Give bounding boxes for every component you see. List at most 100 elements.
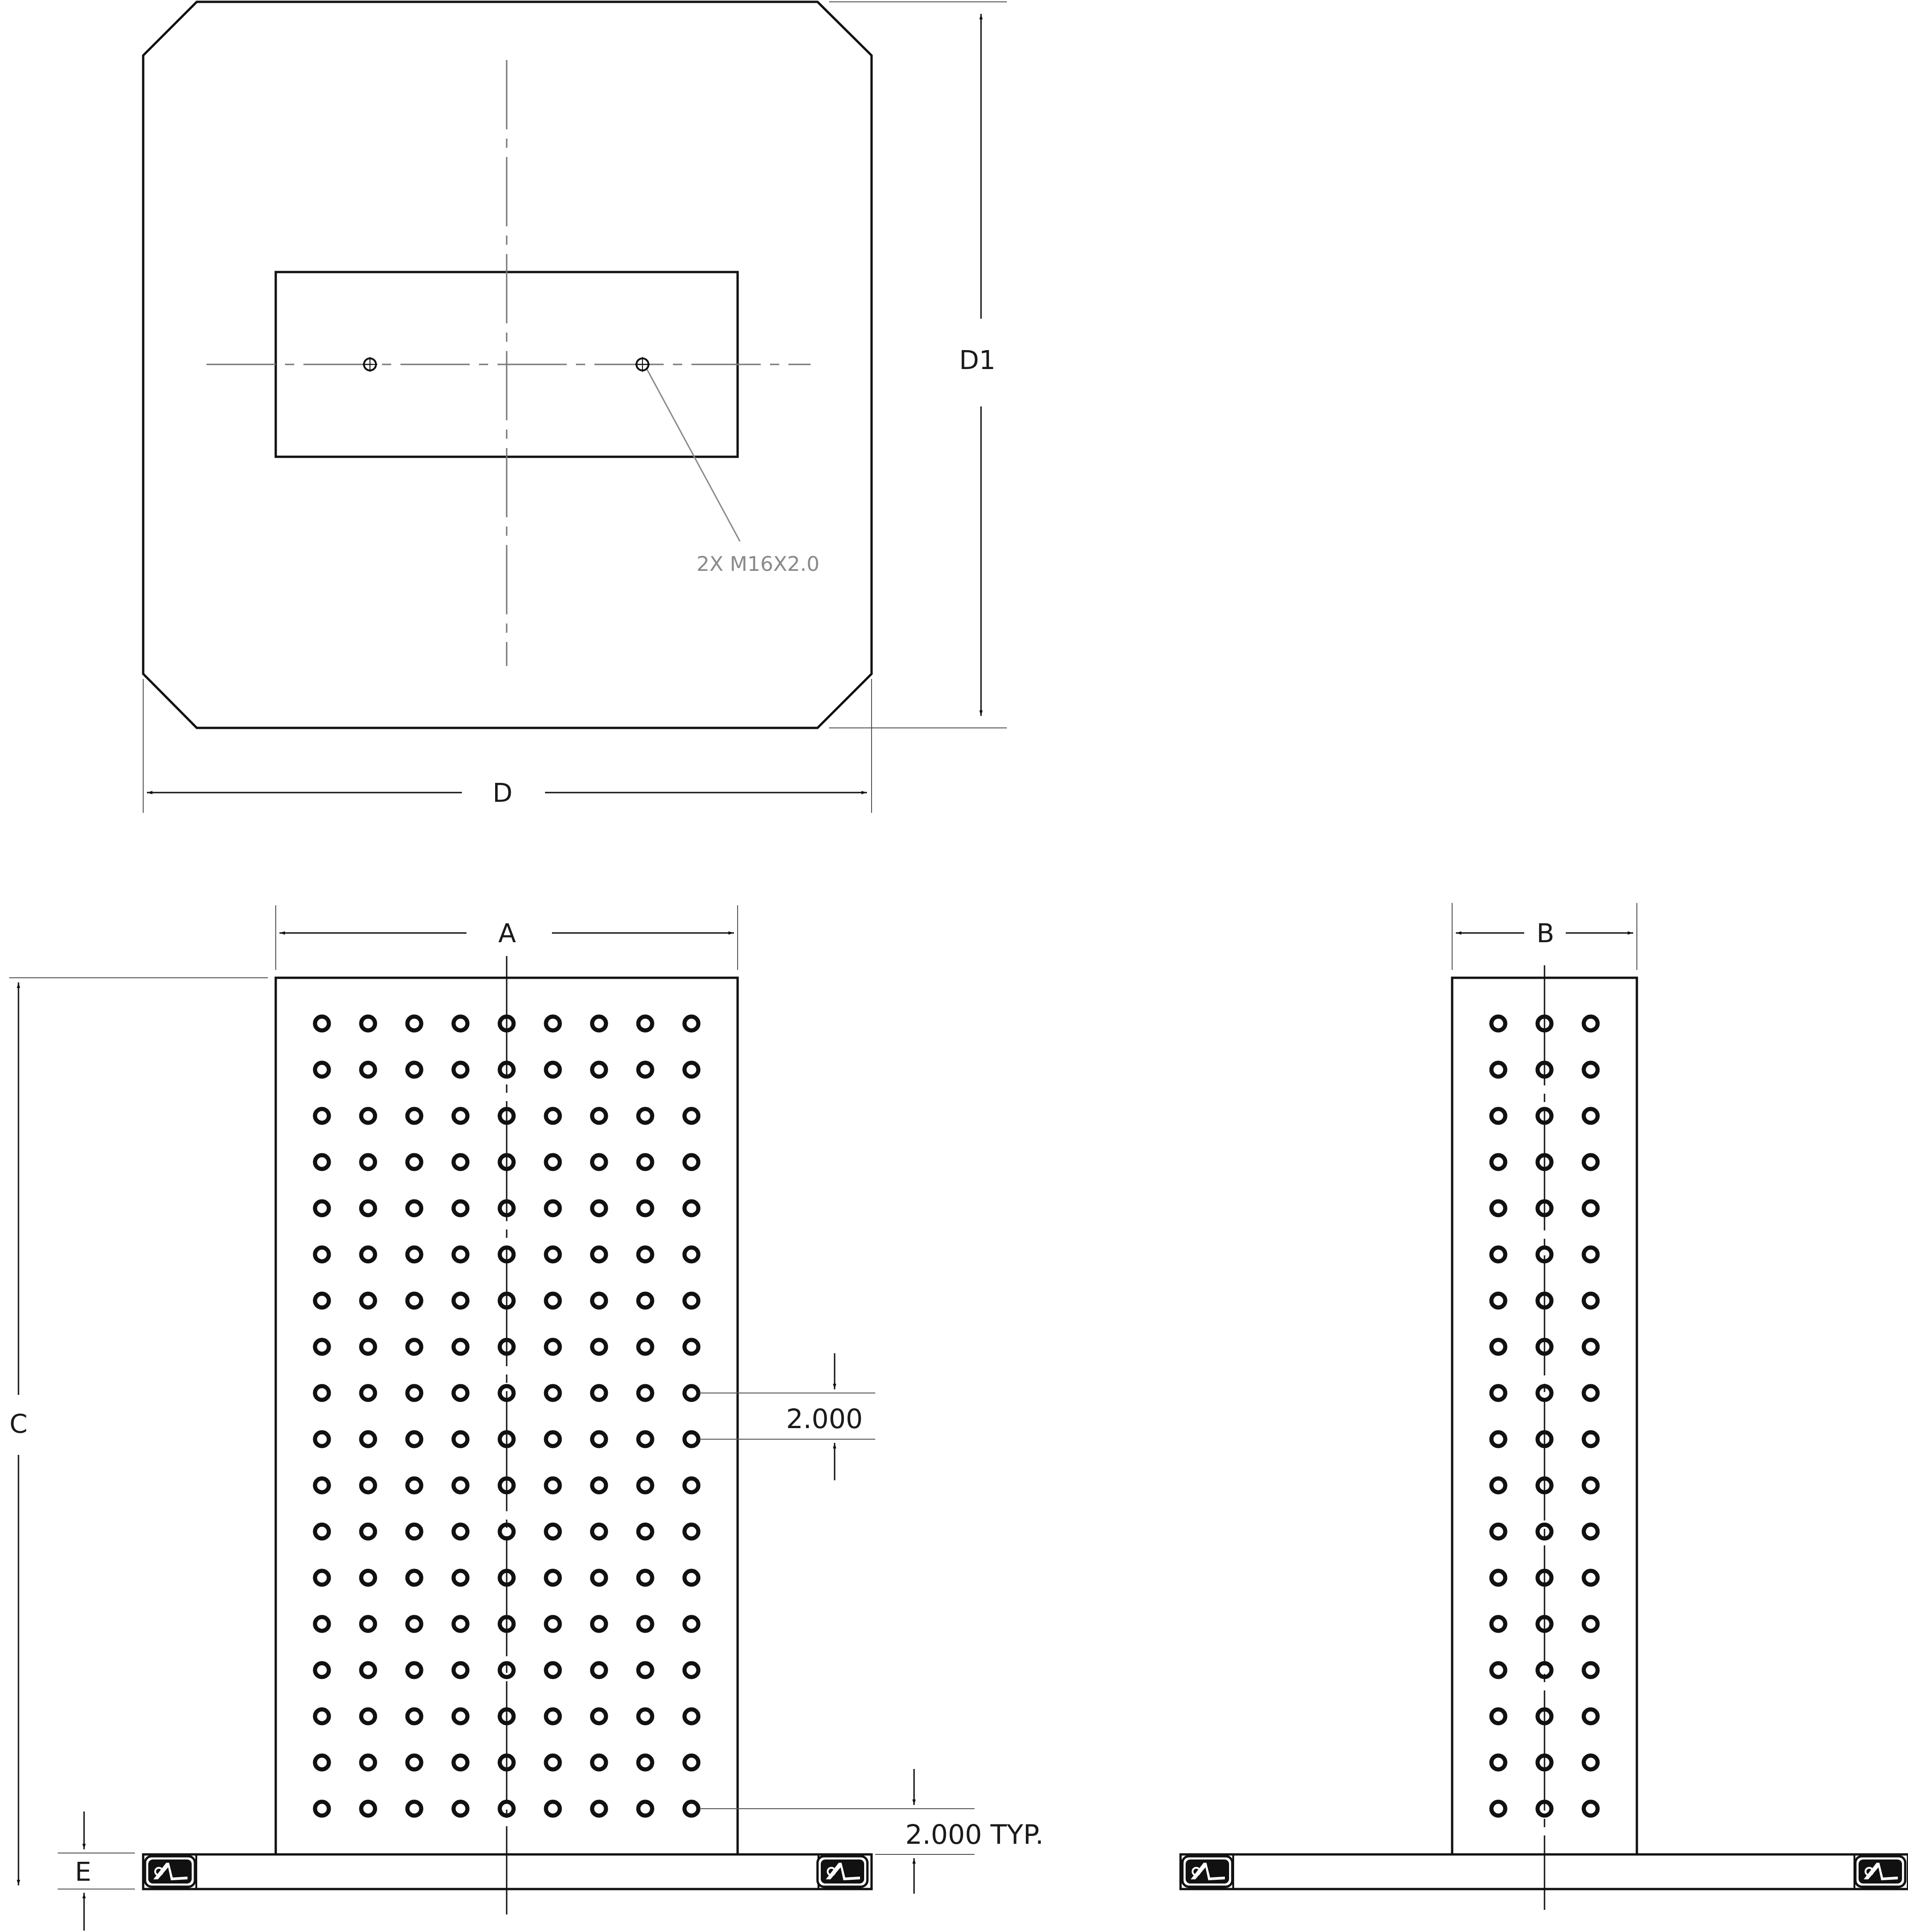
side-hole [1535,1707,1554,1726]
front-hole [682,1430,701,1448]
front-hole [636,1338,654,1356]
front-hole [451,1753,470,1772]
front-hole [544,1338,562,1356]
side-hole [1489,1707,1508,1726]
front-hole [590,1245,608,1264]
front-hole [497,1060,516,1079]
front-hole [682,1476,701,1495]
side-hole [1581,1615,1600,1633]
front-hole [359,1338,377,1356]
front-hole [313,1707,331,1726]
front-hole [590,1384,608,1402]
side-hole [1489,1060,1508,1079]
front-hole [313,1384,331,1402]
front-hole [682,1522,701,1541]
dimension-label-c: C [9,1409,27,1439]
front-hole [313,1522,331,1541]
front-hole [636,1384,654,1402]
side-hole [1581,1199,1600,1217]
front-hole [313,1430,331,1448]
front-hole [590,1338,608,1356]
side-hole [1581,1476,1600,1495]
front-hole [497,1522,516,1541]
side-hole [1581,1569,1600,1587]
side-hole [1535,1107,1554,1125]
front-hole [359,1199,377,1217]
front-hole [544,1107,562,1125]
front-hole [682,1291,701,1310]
front-hole [636,1153,654,1171]
dimension-label-d: D [492,778,512,808]
side-hole [1581,1107,1600,1125]
front-hole [405,1384,424,1402]
front-hole [451,1569,470,1587]
front-hole [590,1522,608,1541]
front-hole [636,1522,654,1541]
front-hole [497,1799,516,1818]
front-hole [405,1615,424,1633]
logo-badge-icon [1855,1856,1905,1887]
front-hole [405,1060,424,1079]
front-hole [590,1615,608,1633]
front-hole [497,1430,516,1448]
front-hole [544,1615,562,1633]
dimension-label-e: E [75,1857,91,1887]
front-hole [636,1245,654,1264]
front-hole [313,1661,331,1679]
front-hole [313,1569,331,1587]
logo-badge-icon [818,1856,867,1887]
front-hole [682,1153,701,1171]
front-hole [590,1569,608,1587]
side-hole [1581,1522,1600,1541]
front-hole [636,1476,654,1495]
side-hole [1489,1291,1508,1310]
front-hole [497,1661,516,1679]
side-hole [1581,1384,1600,1402]
front-hole [544,1245,562,1264]
front-hole [359,1291,377,1310]
front-hole [682,1799,701,1818]
front-hole [359,1753,377,1772]
front-hole [682,1569,701,1587]
front-view-hole-grid [313,1014,701,1818]
front-hole [636,1430,654,1448]
front-hole [359,1615,377,1633]
front-hole [313,1615,331,1633]
front-hole [359,1522,377,1541]
front-hole [636,1291,654,1310]
side-hole [1489,1153,1508,1171]
front-hole [405,1707,424,1726]
side-view: B [1179,903,1908,1910]
front-hole [682,1107,701,1125]
front-hole [544,1291,562,1310]
front-hole [497,1384,516,1402]
front-hole [313,1753,331,1772]
side-hole [1581,1799,1600,1818]
front-hole [544,1014,562,1033]
front-hole [636,1107,654,1125]
front-hole [359,1384,377,1402]
front-hole [313,1199,331,1217]
front-hole [544,1799,562,1818]
side-hole [1535,1522,1554,1541]
front-hole [451,1153,470,1171]
front-hole [405,1430,424,1448]
side-hole [1489,1799,1508,1818]
front-hole [405,1014,424,1033]
side-hole [1535,1661,1554,1679]
front-hole [636,1569,654,1587]
front-hole [451,1107,470,1125]
front-hole [451,1338,470,1356]
front-hole [497,1199,516,1217]
side-hole [1535,1338,1554,1356]
logo-badge-icon [145,1856,195,1887]
front-hole [497,1338,516,1356]
top-view-outline [142,0,873,729]
side-hole [1581,1661,1600,1679]
front-hole [682,1014,701,1033]
front-hole [497,1291,516,1310]
front-hole [590,1014,608,1033]
front-hole [405,1476,424,1495]
side-hole [1535,1060,1554,1079]
front-hole [590,1753,608,1772]
